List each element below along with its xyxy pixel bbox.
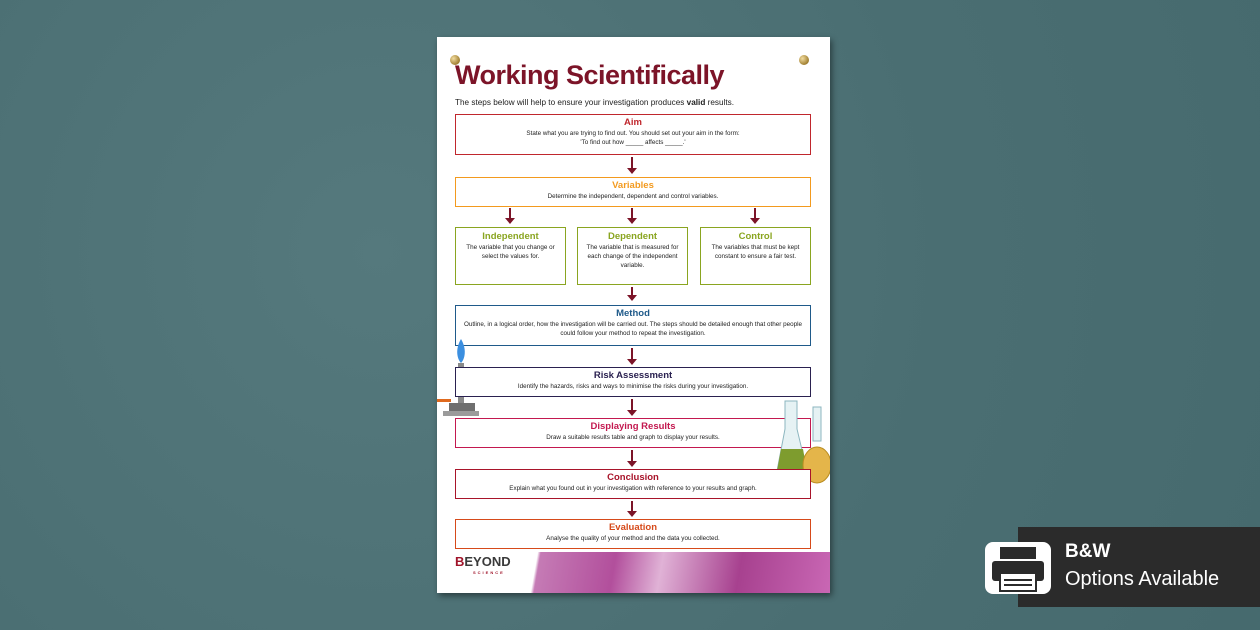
badge-subtitle: Options Available — [1065, 568, 1220, 590]
badge-title: B&W — [1065, 541, 1111, 562]
arrow-icon — [627, 287, 637, 301]
arrow-icon — [627, 208, 637, 224]
pin — [450, 55, 460, 65]
arrow-icon — [627, 157, 637, 174]
arrow-icon — [505, 208, 515, 224]
aim-box: Aim State what you are trying to find ou… — [455, 114, 811, 155]
arrow-icon — [627, 399, 637, 416]
bw-options-badge: B&W Options Available — [985, 527, 1260, 607]
arrow-icon — [627, 501, 637, 517]
printer-icon — [985, 542, 1051, 594]
poster: Working Scientifically The steps below w… — [437, 37, 830, 593]
arrow-icon — [750, 208, 760, 224]
poster-subtitle: The steps below will help to ensure your… — [455, 98, 734, 107]
arrow-icon — [627, 450, 637, 467]
pin — [799, 55, 809, 65]
poster-title: Working Scientifically — [455, 60, 725, 90]
arrow-icon — [627, 348, 637, 365]
footer-image — [522, 552, 830, 593]
